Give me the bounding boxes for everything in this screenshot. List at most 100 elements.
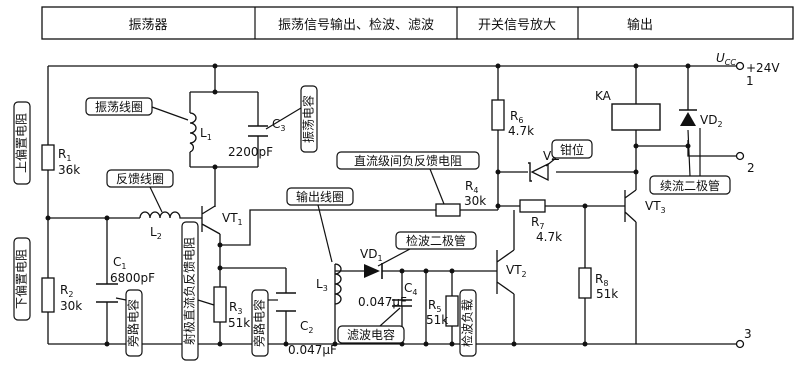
r2-ref: R2 [60, 283, 73, 299]
resistor-r5 [445, 295, 459, 327]
callout-lower-bias-box [13, 237, 31, 321]
capacitor-c1 [96, 283, 118, 303]
callout-dc-feedback: 直流级间负反馈电阻 [354, 154, 462, 168]
callout-freewheel-diode-leader [687, 128, 701, 177]
l2-ref: L2 [150, 225, 162, 241]
relay-ka-coil [611, 103, 661, 131]
supply-voltage: +24V [746, 61, 780, 75]
r1-ref: R1 [58, 147, 71, 163]
r4-value: 30k [464, 194, 486, 208]
feedback-wire [220, 209, 498, 246]
tank-wire [189, 66, 259, 207]
terminal-1 [735, 61, 745, 71]
callout-osc-coil-box [85, 97, 153, 116]
terminal-2-label: 2 [747, 161, 755, 175]
vd2-ref: VD2 [700, 113, 723, 129]
c4-ref: C4 [404, 281, 417, 297]
r5-ref: R5 [428, 298, 441, 314]
callout-output-coil: 输出线圈 [296, 189, 344, 204]
terminal-3 [735, 339, 745, 349]
r4-ref: R4 [465, 179, 478, 195]
c1-value: 6800pF [110, 271, 155, 285]
r3-value: 51k [228, 316, 250, 330]
r8-value: 51k [596, 287, 618, 301]
vt1-symbol [201, 205, 221, 235]
zener-vz [528, 162, 549, 182]
capacitor-c2 [276, 292, 296, 312]
r7-value: 4.7k [536, 230, 562, 244]
diode-vd1 [364, 263, 383, 279]
callout-clamp: 钳位 [560, 142, 584, 157]
callout-emitter-feedback-box [181, 221, 199, 361]
l3-ref: L3 [316, 277, 328, 293]
resistor-r7 [519, 199, 546, 213]
callout-clamp-leader [545, 157, 557, 167]
terminal-3-label: 3 [744, 327, 752, 341]
callout-feedback-coil-box [106, 169, 174, 188]
callout-bypass-cap-1-leader [115, 297, 127, 301]
inductor-l1 [189, 112, 197, 153]
vd1-ref: VD1 [360, 247, 383, 263]
callout-osc-cap-box [300, 85, 318, 153]
callout-osc-coil: 振荡线圈 [95, 100, 143, 114]
callouts: 振荡线圈 振荡电容 反馈线圈 上偏置电阻 下偏置电阻 旁路电容 射极直流负反馈电… [13, 85, 731, 361]
resistor-r1 [41, 144, 55, 171]
ka-ref: KA [595, 89, 612, 103]
callout-osc-cap: 振荡电容 [301, 95, 316, 143]
r2-value: 30k [60, 299, 82, 313]
c1-ref: C1 [113, 255, 126, 271]
callout-feedback-coil-leader [149, 186, 163, 213]
callout-osc-coil-leader [151, 106, 189, 121]
capacitor-c4 [392, 299, 412, 307]
terminal-2 [735, 151, 745, 161]
vt3-ref: VT3 [645, 199, 666, 215]
header-section-detection: 振荡信号输出、检波、滤波 [278, 17, 434, 33]
vt2-ref: VT2 [506, 263, 527, 279]
callout-output-coil-leader [317, 204, 333, 263]
callout-osc-cap-leader [265, 107, 302, 130]
junction-dots [45, 63, 691, 347]
callout-emitter-feedback-leader [197, 299, 215, 306]
inductor-l2 [139, 211, 182, 219]
callout-lower-bias: 下偏置电阻 [14, 249, 29, 309]
r6-ref: R6 [510, 109, 523, 125]
callout-filter-cap-leader [379, 307, 401, 327]
resistor-r4 [435, 203, 461, 217]
header-section-oscillator: 振荡器 [128, 18, 167, 33]
component-labels: R1 36k R2 30k C1 6800pF L2 L1 C3 2200pF … [58, 89, 723, 357]
wires [47, 65, 740, 345]
callout-filter-cap-box [337, 325, 405, 344]
callout-detector-diode-box [395, 231, 477, 250]
r8-ref: R8 [595, 272, 608, 288]
resistor-r8 [578, 267, 592, 299]
vt1-ref: VT1 [222, 211, 243, 227]
callout-detector-diode-leader [377, 248, 411, 267]
callout-freewheel-diode: 续流二极管 [660, 178, 720, 193]
callout-dc-feedback-leader [429, 168, 445, 205]
resistor-r3 [213, 286, 227, 323]
header-section-amplifier: 开关信号放大 [478, 18, 556, 33]
callout-bypass-cap-1-box [125, 289, 143, 357]
callout-bypass-cap-1: 旁路电容 [126, 299, 141, 347]
c3-value: 2200pF [228, 145, 273, 159]
c2-value: 0.047μF [288, 343, 337, 357]
l1-ref: L1 [200, 126, 212, 142]
resistor-r6 [491, 99, 505, 131]
resistor-r2 [41, 277, 55, 313]
callout-bypass-cap-2-box [251, 289, 269, 357]
callout-upper-bias-box [13, 101, 31, 185]
vt3-symbol [624, 66, 637, 344]
r6-value: 4.7k [508, 124, 534, 138]
diode-vd2 [679, 109, 697, 126]
vcc-label: UCC [716, 51, 736, 67]
callout-feedback-coil: 反馈线圈 [116, 172, 164, 186]
header-border [41, 6, 794, 40]
vt2-symbol [496, 210, 515, 344]
header-section-output: 输出 [627, 17, 653, 33]
callout-dc-feedback-box [336, 151, 480, 170]
callout-bypass-cap-2: 旁路电容 [252, 299, 267, 347]
c4-value: 0.047μF [358, 295, 407, 309]
callout-detector-load: 检波负载 [460, 299, 475, 347]
callout-clamp-box [551, 139, 593, 159]
